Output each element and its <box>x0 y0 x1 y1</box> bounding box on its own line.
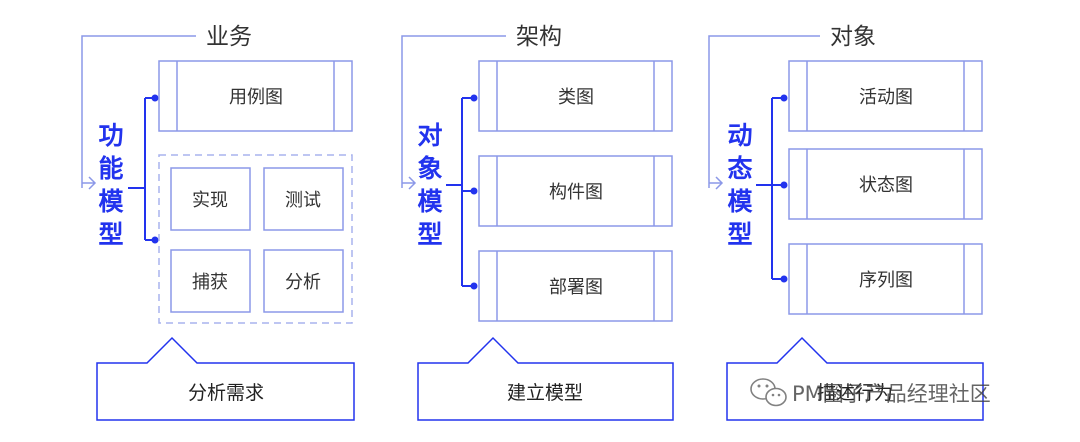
connector-dot <box>470 94 478 102</box>
connector-line <box>128 97 155 241</box>
model-label-char: 对 <box>417 121 442 150</box>
model-label-char: 态 <box>727 154 752 183</box>
callout-box <box>726 336 984 421</box>
model-label-char: 模 <box>417 187 443 216</box>
model-label-char: 型 <box>727 220 752 249</box>
top-bracket-line <box>81 35 196 188</box>
diagram-box-state: 状态图 <box>788 148 983 220</box>
diagram-box-activity: 活动图 <box>788 60 983 132</box>
grid-box-label: 实现 <box>192 190 228 211</box>
box-label: 用例图 <box>229 87 283 108</box>
arrow-icon <box>82 176 97 190</box>
diagram-box-component: 构件图 <box>478 155 673 227</box>
connector-dot <box>470 282 478 290</box>
column-functional-model: 业务 功 能 模 型 用例图 实现 测试 捕获 <box>81 24 355 421</box>
callout-label: 建立模型 <box>507 382 583 404</box>
watermark-text: PM圈子产品经理社区 <box>792 382 991 406</box>
dashed-group <box>158 154 353 324</box>
grid-box: 实现 <box>170 167 251 231</box>
top-bracket-line <box>401 35 506 188</box>
box-label: 构件图 <box>549 182 603 203</box>
model-label-char: 功 <box>98 121 123 150</box>
box-label: 活动图 <box>859 87 913 108</box>
connector-dot <box>151 236 159 244</box>
model-label-char: 型 <box>417 220 442 249</box>
grid-box-label: 测试 <box>285 190 321 211</box>
model-label-char: 模 <box>98 187 124 216</box>
model-label-char: 型 <box>98 220 123 249</box>
connector-dot <box>470 187 478 195</box>
model-label-char: 能 <box>98 154 123 183</box>
model-label-char: 模 <box>727 187 753 216</box>
top-bracket-line <box>708 35 820 188</box>
model-label-char: 动 <box>727 121 752 150</box>
callout-label: 描述行为 <box>817 382 893 404</box>
top-label: 对象 <box>830 24 876 50</box>
grid-box: 测试 <box>263 167 344 231</box>
callout-box <box>417 336 674 421</box>
connector-dot <box>780 181 788 189</box>
callout-label: 分析需求 <box>188 382 264 404</box>
model-label-char: 象 <box>417 154 442 183</box>
top-label: 架构 <box>516 24 562 50</box>
grid-box-label: 捕获 <box>192 272 228 293</box>
arrow-icon <box>402 176 417 190</box>
grid-box: 分析 <box>263 249 344 313</box>
column-dynamic-model: 对象 动 态 模 型 活动图 状态图 序列图 描述行为 <box>708 24 984 421</box>
connector-dot <box>780 94 788 102</box>
grid-box-label: 分析 <box>285 272 321 293</box>
grid-box: 捕获 <box>170 249 251 313</box>
connector-line <box>756 97 784 280</box>
box-label: 类图 <box>558 87 594 108</box>
box-label: 状态图 <box>859 175 913 196</box>
connector-line <box>446 97 474 287</box>
connector-dot <box>780 275 788 283</box>
diagram-box-sequence: 序列图 <box>788 243 983 315</box>
diagram-box-use-case: 用例图 <box>158 60 353 132</box>
box-label: 部署图 <box>549 277 603 298</box>
box-label: 序列图 <box>859 270 913 291</box>
column-object-model: 架构 对 象 模 型 类图 构件图 部署图 建立模型 <box>401 24 674 421</box>
arrow-icon <box>709 176 724 190</box>
diagram-box-deployment: 部署图 <box>478 250 673 322</box>
diagram-box-class: 类图 <box>478 60 673 132</box>
callout-box <box>96 336 355 421</box>
connector-dot <box>151 94 159 102</box>
top-label: 业务 <box>206 24 252 50</box>
watermark: PM圈子产品经理社区 <box>750 378 991 407</box>
wechat-icon <box>750 378 787 407</box>
